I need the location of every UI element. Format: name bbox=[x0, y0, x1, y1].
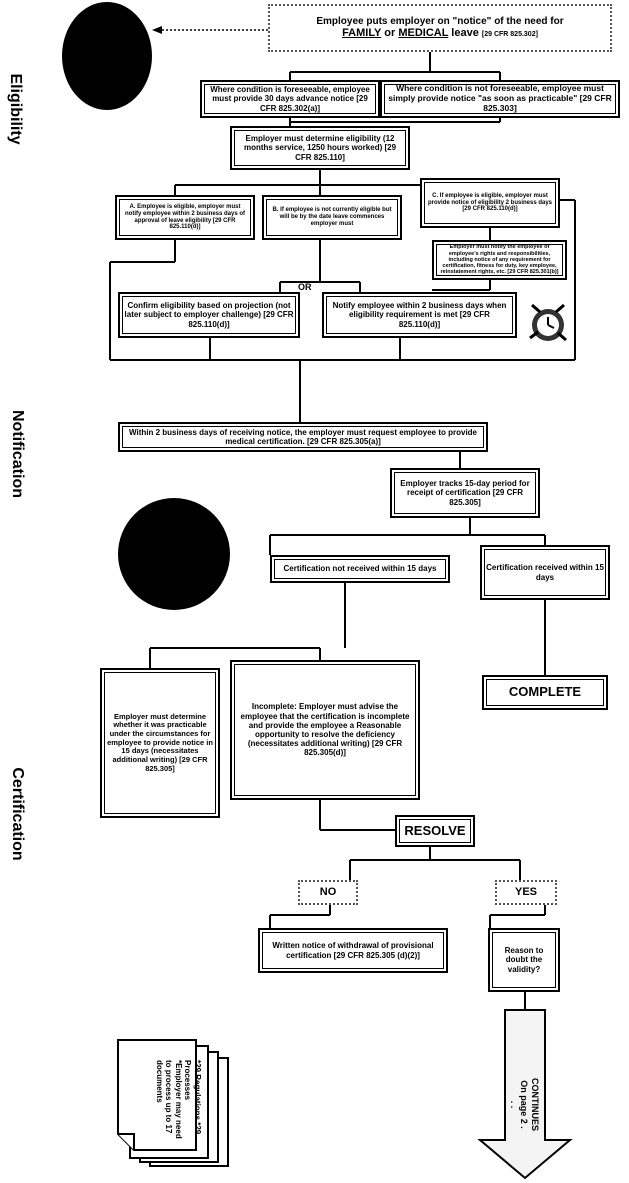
branch-b-box: B. If employee is not currently eligible… bbox=[262, 195, 402, 240]
no-box: NO bbox=[298, 880, 358, 905]
incomplete-box: Incomplete: Employer must advise the emp… bbox=[230, 660, 420, 800]
notice-cite: [29 CFR 825.302] bbox=[481, 31, 538, 39]
not-foreseeable-box: Where condition is not foreseeable, empl… bbox=[380, 80, 620, 118]
notice-rest: leave bbox=[451, 27, 479, 40]
documents-text: *29 Regulations *29 Processes *Employer … bbox=[154, 1060, 202, 1139]
inform-box: Employer must notify the employee of emp… bbox=[432, 240, 567, 280]
determine-eligibility-box: Employer must determine eligibility (12 … bbox=[230, 126, 410, 170]
branch-c-box: C. If employee is eligible, employer mus… bbox=[420, 178, 560, 228]
continues-text: CONTINUES On page 2 . . . bbox=[508, 1078, 541, 1132]
foreseeable-box: Where condition is foreseeable, employee… bbox=[200, 80, 380, 118]
black-oval-middle bbox=[118, 498, 230, 610]
notice-or: or bbox=[384, 27, 396, 40]
branch-a-box: A. Employee is eligible, employer must n… bbox=[115, 195, 255, 240]
section-label-certification: Certification bbox=[9, 767, 26, 861]
not-received-box: Certification not received within 15 day… bbox=[270, 555, 450, 583]
document-stack-icon bbox=[117, 1039, 229, 1167]
notice-line1: Employee puts employer on "notice" of th… bbox=[316, 15, 564, 27]
section-label-eligibility: Eligibility bbox=[7, 73, 24, 145]
notice-line2: FAMILY or MEDICAL leave [29 CFR 825.302] bbox=[342, 27, 538, 40]
practicable-box: Employer must determine whether it was p… bbox=[100, 668, 220, 818]
notify-employee-box: Notify employee within 2 business days w… bbox=[322, 292, 517, 338]
clock-icon bbox=[529, 303, 567, 342]
confirm-eligibility-box: Confirm eligibility based on projection … bbox=[118, 292, 300, 338]
request-certification-box: Within 2 business days of receiving noti… bbox=[118, 422, 488, 452]
section-label-notification: Notification bbox=[9, 410, 26, 498]
yes-box: YES bbox=[495, 880, 557, 905]
complete-box: COMPLETE bbox=[482, 675, 608, 710]
notice-medical: MEDICAL bbox=[398, 27, 449, 40]
received-box: Certification received within 15 days bbox=[480, 545, 610, 600]
tracks-period-box: Employer tracks 15-day period for receip… bbox=[390, 468, 540, 518]
withdrawal-box: Written notice of withdrawal of provisio… bbox=[258, 928, 448, 973]
black-oval-top bbox=[62, 2, 152, 110]
doubt-validity-box: Reason to doubt the validity? bbox=[488, 928, 560, 992]
resolve-box: RESOLVE bbox=[395, 815, 475, 847]
notice-family: FAMILY bbox=[342, 27, 382, 40]
down-arrow bbox=[477, 1009, 573, 1180]
or-label: OR bbox=[298, 282, 312, 292]
notice-box: Employee puts employer on "notice" of th… bbox=[268, 4, 612, 52]
